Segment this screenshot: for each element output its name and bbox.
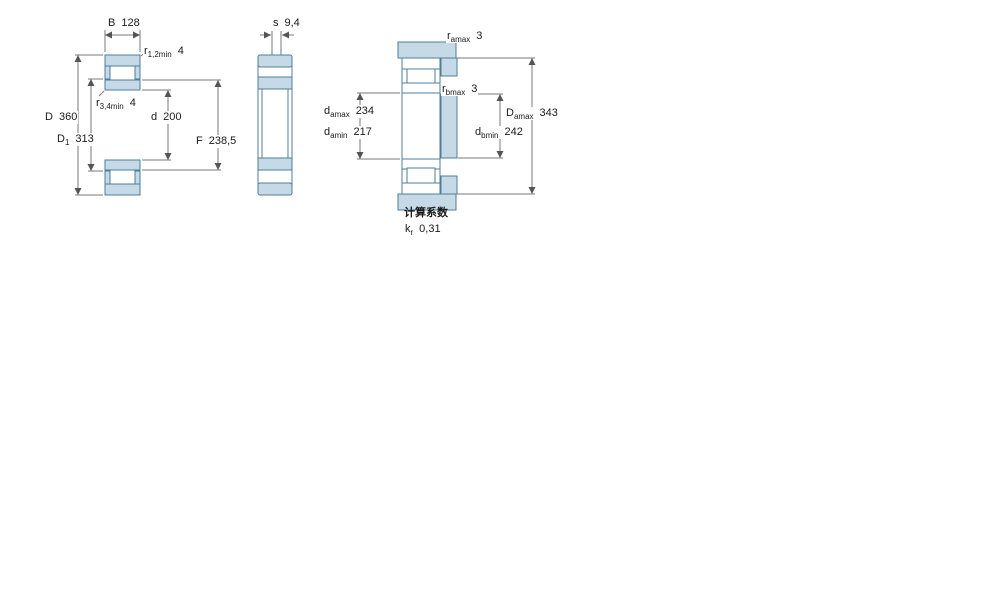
right-view-abutments: [397, 41, 458, 211]
middle-view-profile: [257, 49, 293, 196]
housing-top: [397, 41, 457, 59]
outline-flange-bottom-right: [434, 168, 441, 184]
flange-bottom-right: [134, 170, 141, 185]
roller-top: [109, 65, 136, 81]
profile-outer-top: [257, 54, 293, 68]
flange-top-left: [104, 65, 111, 80]
outline-roller-top: [406, 68, 436, 85]
outline-inner-top: [401, 82, 441, 94]
left-view-dimensions: [74, 30, 222, 196]
shaft-shoulder: [440, 93, 458, 159]
outline-outer-bottom: [401, 182, 441, 195]
outline-flange-top-right: [434, 68, 441, 84]
left-view-section: [104, 54, 141, 196]
outer-ring-top: [104, 54, 141, 67]
outline-outer-top: [401, 57, 441, 70]
outline-flange-top-left: [401, 68, 408, 84]
inner-ring-bottom: [104, 159, 141, 171]
calc-factors-heading: 计算系数: [404, 207, 448, 219]
profile-inner-top: [257, 76, 293, 90]
outline-roller-bottom: [406, 167, 436, 184]
flange-top-right: [134, 65, 141, 80]
housing-shoulder-bottom: [440, 175, 458, 195]
outline-flange-bottom-left: [401, 168, 408, 184]
profile-outline: [257, 54, 293, 196]
symbol-B: B: [108, 17, 116, 29]
middle-view-dimensions: [260, 31, 294, 49]
profile-outer-bottom: [257, 182, 293, 196]
inner-ring-top: [104, 79, 141, 91]
right-view-bearing-outline: [401, 57, 441, 195]
roller-bottom: [109, 169, 136, 185]
housing-shoulder-top: [440, 57, 458, 77]
flange-bottom-left: [104, 170, 111, 185]
profile-inner-bottom: [257, 157, 293, 171]
outer-ring-bottom: [104, 183, 141, 196]
